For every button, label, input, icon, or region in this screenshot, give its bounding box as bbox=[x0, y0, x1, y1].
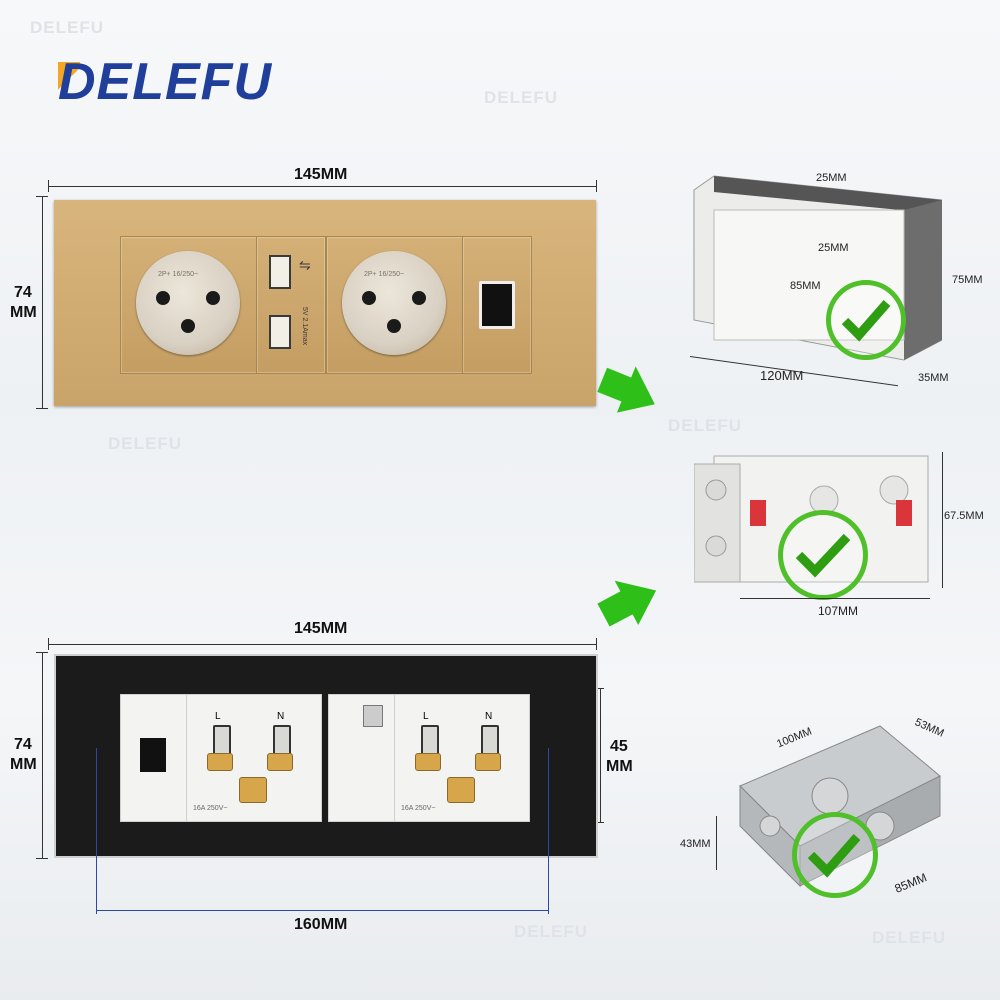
front-height-unit: MM bbox=[10, 304, 37, 321]
outlet-module: 2P+ 16/250~ bbox=[326, 236, 464, 374]
hdmi-back-module bbox=[120, 694, 188, 822]
checkmark-icon bbox=[792, 812, 878, 898]
outlet-hole bbox=[156, 291, 170, 305]
box-top-width-label: 25MM bbox=[816, 172, 847, 184]
usb-symbol-icon: ⇋ bbox=[299, 257, 311, 273]
black-back-panel: L N 16A 250V~ L N 16A 250V~ bbox=[54, 654, 598, 858]
box-depth-label: 35MM bbox=[918, 372, 949, 384]
plastic-box-red bbox=[693, 450, 930, 600]
module-height-unit: MM bbox=[606, 758, 633, 775]
outlet-hole bbox=[206, 291, 220, 305]
socket-back-module: L N 16A 250V~ bbox=[394, 694, 530, 822]
rating-label: 16A 250V~ bbox=[193, 805, 228, 812]
outlet-hole bbox=[181, 319, 195, 333]
brass-terminal bbox=[267, 753, 293, 771]
brass-terminal bbox=[239, 777, 267, 803]
dimension-tick bbox=[36, 652, 48, 653]
dimension-tick bbox=[596, 180, 597, 192]
hdmi-port-icon bbox=[137, 735, 169, 775]
back-width-label: 145MM bbox=[294, 620, 348, 637]
back-height-unit: MM bbox=[10, 756, 37, 773]
terminal-slot bbox=[273, 725, 291, 755]
usb-back-module bbox=[328, 694, 396, 822]
terminal-slot bbox=[421, 725, 439, 755]
terminal-slot bbox=[213, 725, 231, 755]
screw-spacing-label: 160MM bbox=[294, 916, 348, 933]
screw-guide-line bbox=[96, 748, 97, 914]
watermark: DELEFU bbox=[30, 18, 104, 37]
metal-box bbox=[730, 716, 950, 906]
hdmi-port-icon[interactable] bbox=[479, 281, 515, 329]
socket-back-module: L N 16A 250V~ bbox=[186, 694, 322, 822]
brass-terminal bbox=[447, 777, 475, 803]
back-height-label: 74 bbox=[14, 736, 32, 753]
height-dimension-line bbox=[42, 652, 43, 858]
outlet-hole bbox=[387, 319, 401, 333]
terminal-slot bbox=[481, 725, 499, 755]
french-outlet[interactable]: 2P+ 16/250~ bbox=[136, 251, 240, 355]
usb-marking: 5V 2.1Amax bbox=[301, 307, 308, 346]
outlet-module: 2P+ 16/250~ bbox=[120, 236, 258, 374]
watermark: DELEFU bbox=[668, 416, 742, 435]
height-dimension-line bbox=[42, 196, 43, 408]
dimension-tick bbox=[48, 180, 49, 192]
screw-guide-line bbox=[548, 748, 549, 914]
box-drawing bbox=[693, 175, 943, 361]
logo-stripe-icon bbox=[58, 62, 80, 102]
usb-terminal bbox=[363, 705, 383, 727]
box-length-label: 120MM bbox=[760, 368, 804, 383]
terminal-l-label: L bbox=[423, 711, 429, 722]
dimension-tick bbox=[596, 638, 597, 650]
brand-logo: DELEFU bbox=[58, 53, 272, 111]
arrow-right-down-icon bbox=[597, 366, 655, 413]
rating-label: 16A 250V~ bbox=[401, 805, 436, 812]
brass-terminal bbox=[475, 753, 501, 771]
box-length-line bbox=[740, 598, 930, 599]
screw-spacing-line bbox=[96, 910, 548, 911]
module-height-label: 45 bbox=[610, 738, 628, 755]
front-width-label: 145MM bbox=[294, 166, 348, 183]
width-dimension-line bbox=[48, 644, 596, 645]
outlet-marking: 2P+ 16/250~ bbox=[364, 271, 405, 278]
usb-port-icon[interactable] bbox=[269, 315, 291, 349]
watermark: DELEFU bbox=[484, 88, 558, 107]
usb-port-icon[interactable] bbox=[269, 255, 291, 289]
outlet-marking: 2P+ 16/250~ bbox=[158, 271, 199, 278]
terminal-n-label: N bbox=[277, 711, 285, 722]
box-height-line bbox=[942, 452, 943, 588]
outlet-hole bbox=[412, 291, 426, 305]
box-inner-width-label: 25MM bbox=[818, 242, 849, 254]
terminal-l-label: L bbox=[215, 711, 221, 722]
french-outlet[interactable]: 2P+ 16/250~ bbox=[342, 251, 446, 355]
hdmi-module bbox=[462, 236, 532, 374]
terminal-n-label: N bbox=[485, 711, 493, 722]
checkmark-icon bbox=[826, 280, 906, 360]
watermark: DELEFU bbox=[108, 434, 182, 453]
width-dimension-line bbox=[48, 186, 596, 187]
dimension-tick bbox=[36, 408, 48, 409]
box-height-label: 67.5MM bbox=[944, 510, 984, 522]
arrow-right-up-icon bbox=[597, 580, 657, 627]
usb-module: ⇋ 5V 2.1Amax bbox=[256, 236, 326, 374]
dimension-tick bbox=[36, 196, 48, 197]
module-height-line bbox=[600, 688, 601, 822]
dimension-tick bbox=[36, 858, 48, 859]
plastic-box-white: 25MM 25MM 85MM 75MM bbox=[684, 170, 983, 365]
box-hole-spacing-label: 85MM bbox=[790, 280, 821, 292]
front-height-label: 74 bbox=[14, 284, 32, 301]
metal-box-height-label: 43MM bbox=[680, 838, 711, 850]
watermark: DELEFU bbox=[872, 928, 946, 947]
box-length-label: 107MM bbox=[818, 604, 859, 618]
outlet-hole bbox=[362, 291, 376, 305]
watermark: DELEFU bbox=[514, 922, 588, 941]
gold-socket-panel: 2P+ 16/250~ ⇋ 5V 2.1Amax 2P+ 16/250~ bbox=[54, 200, 596, 406]
metal-box-height-line bbox=[716, 816, 717, 870]
box-height-label: 75MM bbox=[952, 274, 983, 286]
dimension-tick bbox=[48, 638, 49, 650]
checkmark-icon bbox=[778, 510, 868, 600]
brass-terminal bbox=[415, 753, 441, 771]
brass-terminal bbox=[207, 753, 233, 771]
